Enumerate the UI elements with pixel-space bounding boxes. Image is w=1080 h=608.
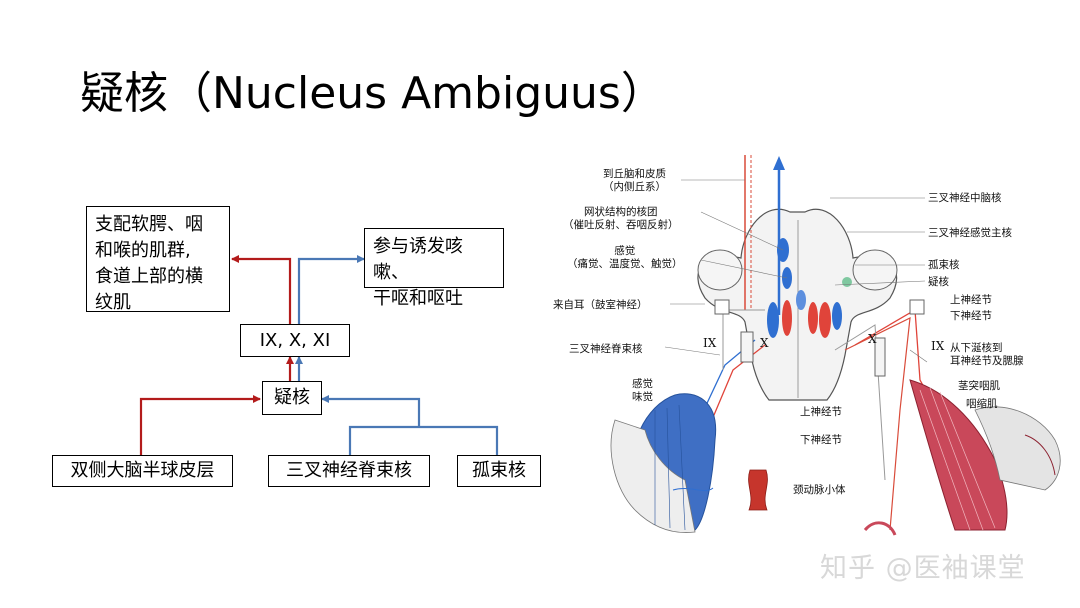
- box-cortex: 双侧大脑半球皮层: [52, 455, 233, 487]
- label-carotid-body: 颈动脉小体: [793, 484, 846, 496]
- anatomy-illustration: [610, 155, 1061, 536]
- label-mesencephalic: 三叉神经中脑核: [928, 192, 1002, 204]
- arrow-trigeminal-branch: [348, 425, 419, 455]
- box-cranial-nerves: ⅠX, X, XⅠ: [240, 324, 350, 357]
- box-nucleus-ambiguus: 疑核: [262, 381, 322, 415]
- label-superior-ganglion: 上神经节: [800, 406, 842, 418]
- label-reticular: 网状结构的核团 （催吐反射、吞咽反射）: [563, 206, 679, 231]
- label-ear: 来自耳（鼓室神经）: [553, 299, 648, 311]
- label-principal-sensory: 三叉神经感觉主核: [928, 227, 1012, 239]
- label-thalamus: 到丘脑和皮质 （内侧丘系）: [603, 168, 666, 193]
- label-ix-right: IX: [931, 339, 945, 353]
- label-solitary: 孤束核: [928, 259, 960, 271]
- label-sense-taste: 感觉 味觉: [632, 378, 653, 403]
- label-x-left: X: [760, 336, 769, 350]
- flow-arrows: [139, 255, 499, 455]
- box-reflex: 参与诱发咳嗽、 干呕和呕吐: [364, 228, 504, 309]
- label-ambiguus: 疑核: [928, 276, 949, 288]
- label-constrictor: 咽缩肌: [966, 398, 998, 410]
- label-sensation: 感觉 （痛觉、温度觉、触觉）: [567, 245, 683, 270]
- label-inferior-ganglion: 下神经节: [800, 434, 842, 446]
- arrow-afferent-to-nucleus: [321, 395, 421, 427]
- label-salivatory: 从下涎核到 耳神经节及腮腺: [950, 342, 1024, 367]
- box-target-muscles: 支配软腭、咽 和喉的肌群, 食道上部的横 纹肌: [86, 206, 230, 313]
- arrow-nerves-to-reflex: [297, 255, 365, 324]
- label-trigeminal-spinal: 三叉神经脊束核: [569, 343, 643, 355]
- arrow-cortex-to-nucleus: [139, 395, 261, 455]
- label-ix-left: IX: [703, 336, 717, 350]
- slide-title: 疑核（Nucleus Ambiguus）: [80, 68, 665, 119]
- label-x-right: X: [868, 332, 877, 346]
- watermark: 知乎 @医袖课堂: [820, 553, 1026, 584]
- arrow-nerves-to-muscles: [231, 255, 292, 324]
- label-superior-ganglion-right: 上神经节: [950, 294, 992, 306]
- box-solitary-nucleus: 孤束核: [457, 455, 541, 487]
- label-stylopharyngeus: 茎突咽肌: [958, 380, 1000, 392]
- arrow-solitary-branch: [419, 425, 499, 455]
- label-inferior-ganglion-right: 下神经节: [950, 310, 992, 322]
- box-trigeminal-spinal: 三叉神经脊束核: [268, 455, 430, 487]
